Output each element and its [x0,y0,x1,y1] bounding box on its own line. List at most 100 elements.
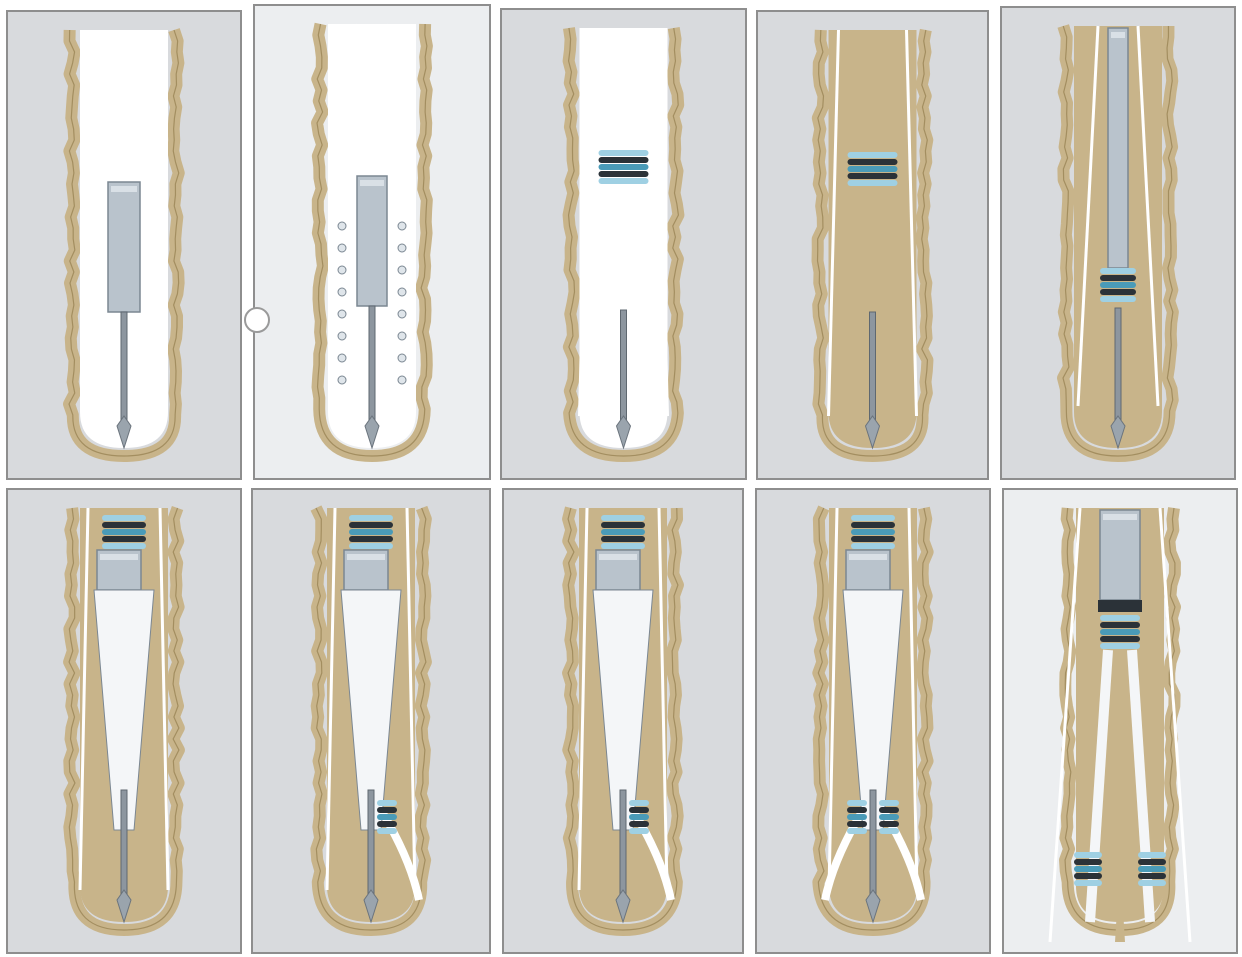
wellbore-diagram [502,10,745,478]
centralizer-bead [338,266,346,274]
tool-body [357,176,387,306]
packer-element [851,522,895,528]
packer-element [1100,629,1140,635]
packer-element [851,529,895,535]
packer-element [1138,859,1166,865]
packer-element [847,800,867,806]
packer-element [1138,852,1166,858]
packer-seal [1098,600,1142,612]
packer-element [848,152,898,158]
centralizer-bead [338,244,346,252]
packer-element [1100,282,1136,288]
centralizer-bead [338,376,346,384]
drill-rod [121,312,127,426]
centralizer-bead [398,288,406,296]
centralizer-bead [338,354,346,362]
packer-element [879,807,899,813]
packer-element [629,814,649,820]
panel-3-set-packer [500,8,747,480]
wellbore-diagram [504,490,742,952]
packer-element [847,814,867,820]
drill-rod [621,310,627,426]
packer-element [1100,296,1136,302]
packer-element [377,814,397,820]
packer-element [599,164,649,170]
packer-element [377,828,397,834]
packer-element [1100,275,1136,281]
tool-collar [360,180,384,186]
packer-element [1100,636,1140,642]
centralizer-bead [398,222,406,230]
drill-rod [870,790,876,900]
centralizer-bead [398,310,406,318]
packer-element [599,150,649,156]
tool-collar [100,554,138,560]
packer-element [349,543,393,549]
wellbore-diagram [255,6,489,478]
panel-9-dual-lateral [755,488,991,954]
tool-collar [1103,514,1137,520]
packer-element [851,543,895,549]
panel-6-lateral-setup [6,488,242,954]
packer-element [599,157,649,163]
centralizer-bead [338,288,346,296]
centralizer-bead [398,332,406,340]
packer-element [1074,859,1102,865]
packer-element [1100,268,1136,274]
packer-element [377,807,397,813]
packer-element [377,821,397,827]
packer-element [847,828,867,834]
centralizer-bead [398,244,406,252]
packer-element [629,800,649,806]
packer-element [1100,622,1140,628]
centralizer-bead [338,222,346,230]
packer-element [349,515,393,521]
packer-element [349,536,393,542]
packer-element [629,807,649,813]
packer-element [848,159,898,165]
packer-element [102,515,146,521]
wellbore-diagram [1002,8,1234,478]
packer-element [879,814,899,820]
packer-element [349,522,393,528]
tool-collar [849,554,887,560]
packer-element [1100,643,1140,649]
panel-4-cement [756,10,989,480]
packer-element [1074,880,1102,886]
wellbore-diagram [1004,490,1236,952]
tool-body [108,182,140,312]
wellbore-diagram [253,490,489,952]
packer-element [1074,866,1102,872]
wellbore-diagram [8,12,240,478]
centralizer-bead [338,310,346,318]
packer-element [847,821,867,827]
packer-element [377,800,397,806]
packer-element [848,180,898,186]
panel-5-drill-out [1000,6,1236,480]
packer-element [102,543,146,549]
drill-rod [620,790,626,900]
packer-element [1138,873,1166,879]
packer-element [599,171,649,177]
packer-element [102,529,146,535]
packer-element [102,522,146,528]
tool-body [1108,28,1128,268]
drill-rod [121,790,127,900]
hole-marker-circle [244,307,270,333]
centralizer-bead [338,332,346,340]
panel-1-drill-run-in [6,10,242,480]
packer-element [1100,615,1140,621]
tool-collar [111,186,137,192]
centralizer-bead [398,354,406,362]
packer-element [848,166,898,172]
panel-10-completion [1002,488,1238,954]
packer-element [851,515,895,521]
packer-element [601,515,645,521]
packer-element [879,828,899,834]
drill-rod [368,790,374,900]
wellbore-diagram [757,490,989,952]
packer-element [879,800,899,806]
tool-collar [1111,32,1125,38]
packer-element [879,821,899,827]
panel-2-drill-ahead [253,4,491,480]
